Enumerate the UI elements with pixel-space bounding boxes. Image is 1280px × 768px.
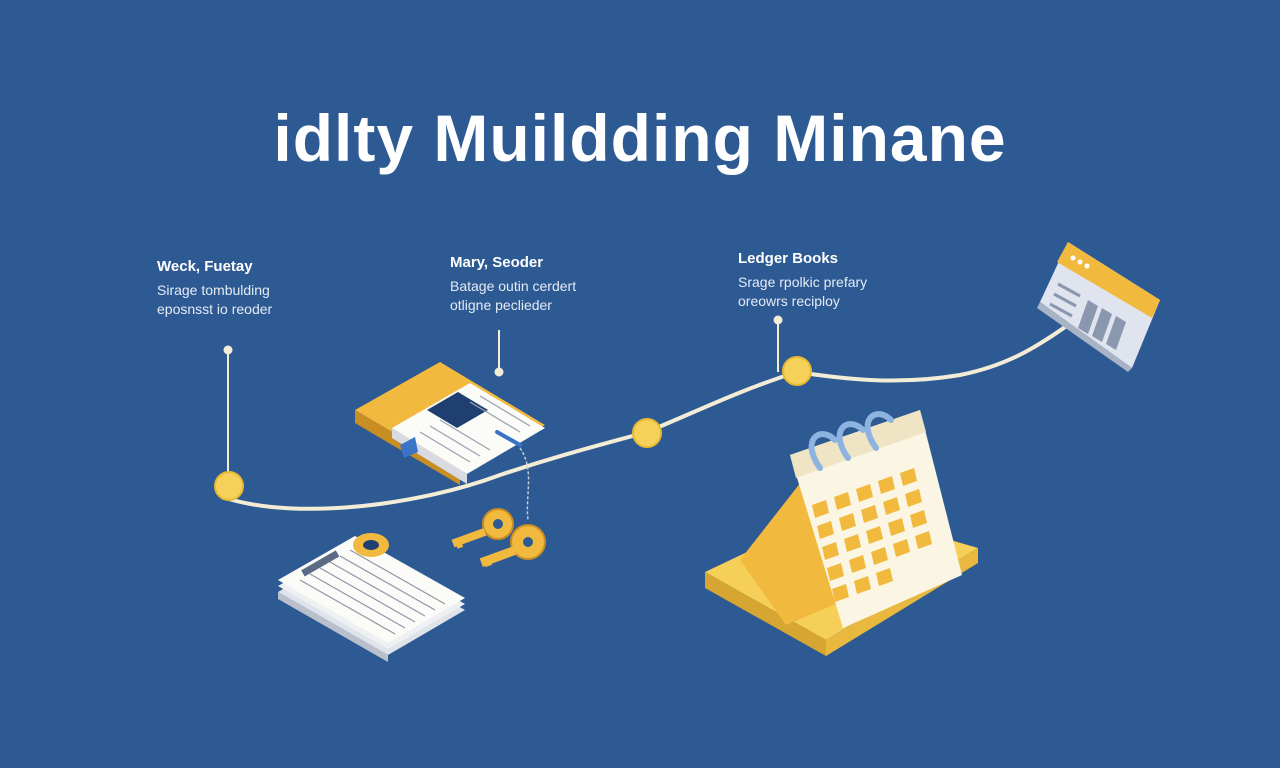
annotation-1: Weck, Fuetay Sirage tombulding eposnsst …: [157, 258, 272, 319]
calendar-icon: [705, 410, 978, 656]
calendar-day-cell: [849, 555, 866, 573]
timeline-node-2: [632, 418, 662, 448]
document-stack-icon: [278, 533, 465, 662]
annotation-2: Mary, Seoder Batage outin cerdert otlign…: [450, 254, 576, 315]
annotation-3: Ledger Books Srage rpolkic prefary oreow…: [738, 250, 867, 311]
diagram-title: idlty Muildding Minane: [273, 101, 1007, 175]
annotation-1-title: Weck, Fuetay: [157, 258, 253, 275]
leader-lines: [223, 315, 783, 486]
calendar-day-cell: [856, 484, 873, 502]
calendar-day-cell: [822, 542, 839, 560]
calendar-day-cell: [839, 513, 856, 531]
annotation-3-line-1: Srage rpolkic prefary: [738, 274, 868, 290]
annotation-3-line-2: oreowrs reciploy: [738, 293, 840, 309]
calendar-day-cell: [854, 576, 871, 594]
calendar-day-cell: [905, 489, 922, 507]
calendar-day-cell: [866, 526, 883, 544]
calendar-day-cell: [883, 497, 900, 515]
annotation-3-title: Ledger Books: [738, 250, 839, 267]
calendar-day-cell: [876, 568, 893, 586]
calendar-day-cell: [878, 476, 895, 494]
annotation-1-line-1: Sirage tombulding: [157, 282, 270, 298]
annotation-2-line-1: Batage outin cerdert: [450, 278, 577, 294]
calendar-day-cell: [812, 500, 829, 518]
calendar-day-cell: [915, 531, 932, 549]
calendar-day-cell: [871, 547, 888, 565]
calendar-day-cell: [832, 584, 849, 602]
calendar-day-cell: [888, 518, 905, 536]
timeline-node-1: [214, 471, 244, 501]
calendar-day-cell: [834, 492, 851, 510]
annotation-1-line-2: eposnsst io reoder: [157, 301, 273, 317]
annotation-2-title: Mary, Seoder: [450, 254, 544, 271]
calendar-day-cell: [827, 563, 844, 581]
calendar-day-cell: [861, 505, 878, 523]
calendar-day-cell: [900, 468, 917, 486]
annotation-2-line-2: otligne peclieder: [450, 297, 552, 313]
timeline-node-3: [782, 356, 812, 386]
calendar-day-cell: [893, 539, 910, 557]
keys-icon: [451, 447, 546, 568]
timeline-path: [227, 318, 1077, 511]
calendar-day-cell: [910, 510, 927, 528]
browser-window-icon: [1037, 242, 1160, 372]
calendar-day-cell: [817, 521, 834, 539]
timeline-nodes: [214, 356, 812, 501]
folder-document-icon: [355, 362, 545, 485]
calendar-day-cell: [844, 534, 861, 552]
